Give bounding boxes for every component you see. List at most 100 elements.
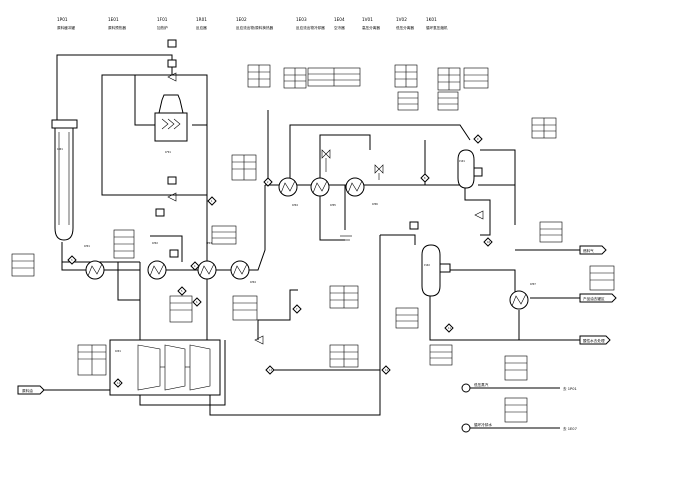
svg-text:原料预热器: 原料预热器 (108, 25, 126, 30)
svg-text:2: 2 (267, 181, 269, 184)
svg-text:原料缓冲罐: 原料缓冲罐 (57, 25, 75, 30)
table-i (531, 117, 557, 139)
table-u (539, 221, 563, 243)
svg-text:1E06: 1E06 (372, 203, 378, 206)
svg-text:1E02: 1E02 (236, 17, 247, 22)
hx-1e02: 1E02 (147, 242, 167, 280)
stream-marker: 2 (263, 177, 273, 187)
svg-text:高压分离器: 高压分离器 (362, 25, 380, 30)
svg-text:1E04: 1E04 (250, 281, 256, 284)
svg-text:原料油: 原料油 (22, 388, 33, 393)
furnace-1f01: 1F01 (154, 94, 188, 154)
svg-text:1R01: 1R01 (196, 17, 207, 22)
svg-text:去 1P01: 去 1P01 (563, 386, 577, 391)
svg-text:燃料气: 燃料气 (583, 248, 594, 253)
stream-marker: 9 (473, 134, 483, 144)
table-e (437, 67, 461, 91)
compressor-1k01: 1K01 (109, 339, 221, 396)
svg-text:酸性水去处理: 酸性水去处理 (583, 338, 605, 343)
svg-text:4: 4 (194, 265, 196, 268)
stream-marker: 14 (113, 378, 123, 388)
reactor-1r01: 1R01 (51, 119, 78, 241)
header-tag-4: 1R01 反应器 (196, 17, 207, 30)
feed-inlet-arrow: 原料油 (17, 385, 45, 395)
stream-marker: 13 (265, 365, 275, 375)
stream-marker: 4 (190, 261, 200, 271)
stream-marker: 1 (207, 196, 217, 206)
furnace-label: 1F01 (165, 151, 171, 154)
table-v (589, 265, 615, 291)
svg-text:14: 14 (117, 382, 120, 385)
svg-text:8: 8 (424, 177, 426, 180)
table-k (113, 229, 135, 259)
hx-1e03: 1E03 (197, 242, 217, 280)
table-h (437, 91, 459, 111)
svg-text:1E03: 1E03 (206, 242, 212, 245)
svg-text:低压蒸汽: 低压蒸汽 (474, 382, 489, 387)
table-c (307, 67, 361, 87)
stream-number-markers: 1 2 3 4 5 6 7 8 9 10 11 12 13 14 (67, 134, 493, 388)
stream-marker: 12 (381, 365, 391, 375)
svg-text:1: 1 (211, 200, 213, 203)
stream-marker: 11 (444, 323, 454, 333)
table-j (231, 154, 257, 181)
svg-text:10: 10 (487, 241, 490, 244)
svg-text:1E03: 1E03 (296, 17, 307, 22)
svg-text:1E05: 1E05 (330, 204, 336, 207)
svg-text:5: 5 (181, 290, 183, 293)
table-d (394, 64, 418, 88)
stream-marker: 3 (67, 255, 77, 265)
header-tag-10: 1K01 循环氢压缩机 (426, 17, 448, 30)
svg-text:循环氢压缩机: 循环氢压缩机 (426, 25, 448, 30)
hx-1e01: 1E01 (84, 245, 105, 280)
svg-text:加热炉: 加热炉 (157, 25, 168, 30)
table-o (232, 295, 258, 321)
svg-text:7: 7 (296, 308, 298, 311)
stream-marker: 7 (292, 304, 302, 314)
table-q (329, 285, 359, 309)
table-l (11, 253, 35, 277)
svg-text:1E02: 1E02 (152, 242, 158, 245)
compressor-label: 1K01 (115, 350, 121, 353)
table-t (429, 344, 453, 366)
fuel-gas-outlet-arrow: 燃料气 (579, 245, 607, 255)
table-f (463, 67, 489, 89)
svg-text:11: 11 (448, 327, 451, 330)
svg-text:1V02: 1V02 (396, 17, 407, 22)
instruments (155, 39, 484, 345)
svg-text:反应流出物冷却器: 反应流出物冷却器 (296, 25, 325, 30)
table-b (283, 67, 307, 89)
table-s (395, 307, 419, 329)
separator-hp-1v01: 1V01 (457, 149, 483, 189)
svg-text:低压分离器: 低压分离器 (396, 25, 414, 30)
svg-text:12: 12 (385, 369, 388, 372)
separator-hp-label: 1V01 (459, 160, 465, 163)
sour-water-outlet-arrow: 酸性水去处理 (579, 335, 611, 345)
hx-1e06: 1E06 (345, 177, 378, 206)
stream-marker: 10 (483, 237, 493, 247)
svg-text:1E07: 1E07 (530, 283, 536, 286)
hx-1e04: 1E04 (278, 177, 298, 207)
svg-text:去 1E07: 去 1E07 (563, 426, 577, 431)
separator-lp-1v02: 1V02 (421, 244, 451, 297)
svg-text:3: 3 (71, 259, 73, 262)
product-outlet-arrow: 产品油去罐区 (579, 293, 617, 303)
svg-text:产品油去罐区: 产品油去罐区 (583, 296, 605, 301)
svg-text:1V01: 1V01 (362, 17, 373, 22)
svg-text:13: 13 (269, 369, 272, 372)
svg-text:反应器: 反应器 (196, 25, 207, 30)
hx-1e04b: 1E04 (230, 260, 256, 284)
stream-arrows: 原料油 燃料气 产品油去罐区 酸性水去处理 (17, 245, 617, 395)
svg-text:反应流出物/原料换热器: 反应流出物/原料换热器 (236, 25, 274, 30)
table-x (504, 397, 528, 423)
svg-text:1E04: 1E04 (292, 204, 298, 207)
svg-text:9: 9 (477, 138, 479, 141)
svg-text:1E01: 1E01 (84, 245, 90, 248)
svg-text:1K01: 1K01 (426, 17, 437, 22)
